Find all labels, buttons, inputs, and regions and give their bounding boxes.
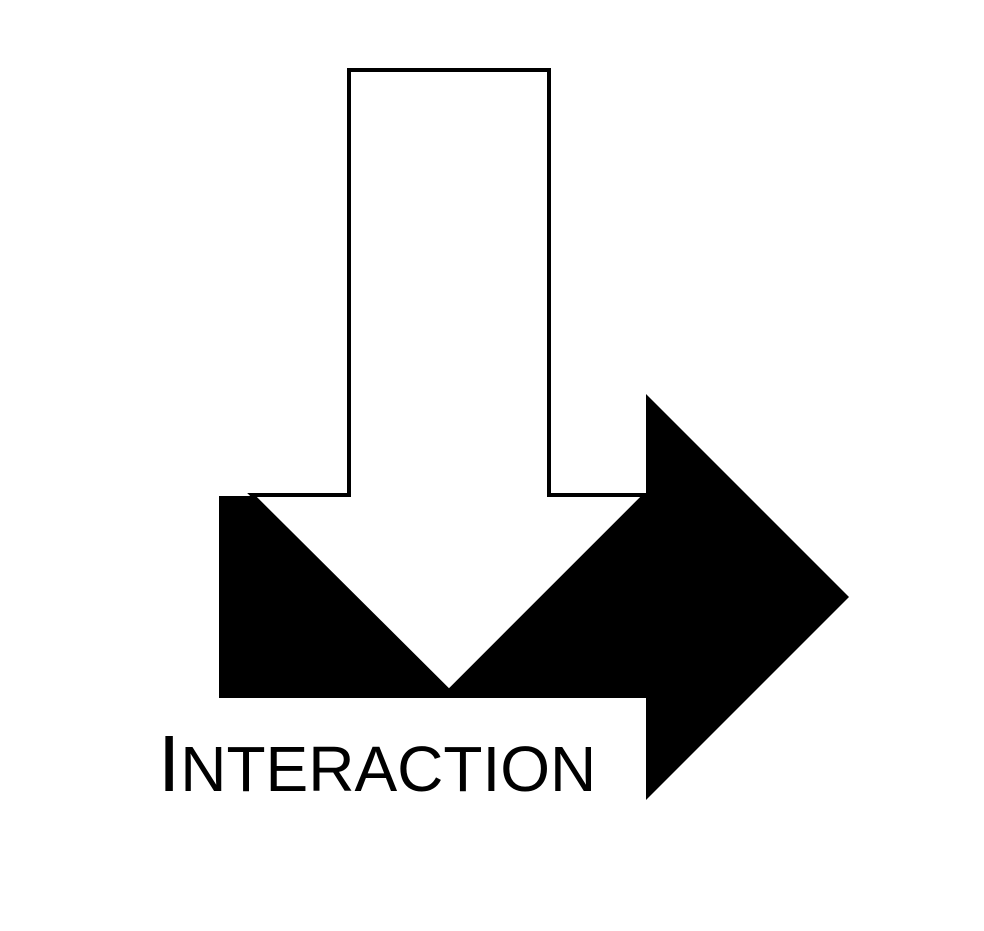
label-initial: I xyxy=(158,719,180,808)
down-arrow xyxy=(247,68,650,694)
label-rest: NTERACTION xyxy=(180,733,596,805)
interaction-label: INTERACTION xyxy=(158,719,596,808)
caption-background xyxy=(150,700,646,810)
